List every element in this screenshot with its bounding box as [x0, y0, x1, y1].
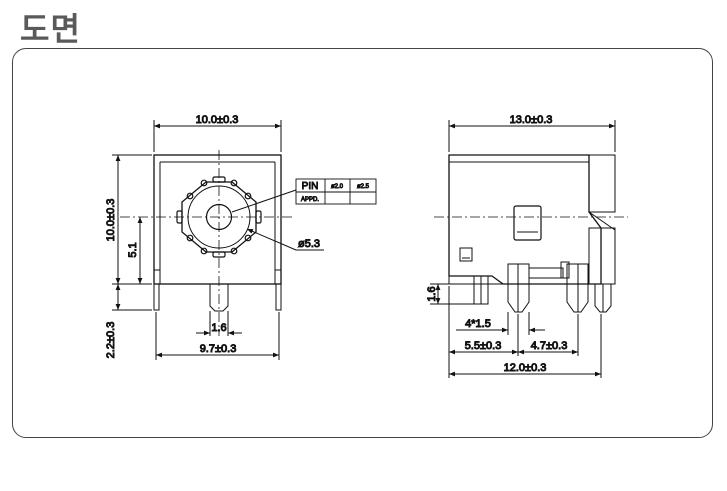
- side-pin-height-dim: 1.6: [426, 286, 438, 301]
- front-width-dim: 10.0±0.3: [196, 114, 239, 126]
- side-width-dim: 13.0±0.3: [510, 114, 553, 126]
- front-center-pin: [209, 284, 229, 312]
- side-small-square: [459, 247, 473, 262]
- front-lead-dim: 2.2±0.3: [105, 322, 117, 359]
- side-dim-b: 4.7±0.3: [531, 340, 568, 352]
- front-height-dim: 10.0±0.3: [105, 199, 117, 242]
- side-overall-dim: 12.0±0.3: [504, 362, 547, 374]
- side-pin-2: [507, 263, 530, 313]
- side-view: 13.0±0.3 1.6 4*1.5 5.5±0.3 4.7±0.3 12.0±…: [426, 114, 628, 378]
- pin-table: PIN ø2.0 ø2.5 APPD.: [295, 178, 377, 205]
- pin-table-row-label: APPD.: [301, 197, 319, 203]
- front-lead-left: [153, 283, 160, 311]
- side-latch: [513, 205, 542, 241]
- drawing-frame: [12, 48, 713, 438]
- side-pitch-dim: 4*1.5: [465, 318, 491, 330]
- side-flange-bottom: [588, 227, 616, 285]
- page-title: 도면: [20, 10, 81, 48]
- side-dim-a: 5.5±0.3: [465, 340, 502, 352]
- pin-table-header: PIN: [302, 181, 319, 192]
- front-pin-width-dim: 1.6: [211, 322, 226, 334]
- front-pin-span-dim: 9.7±0.3: [200, 343, 237, 355]
- side-flange-top: [588, 154, 616, 213]
- front-body: [153, 154, 282, 285]
- hole-diameter-dim: ø5.3: [298, 238, 320, 250]
- pin-table-col-a: ø2.0: [331, 184, 344, 190]
- side-pin-3: [566, 263, 589, 313]
- pin-table-col-b: ø2.5: [357, 184, 370, 190]
- front-lead-right: [275, 283, 282, 311]
- front-view: 10.0±0.3 10.0±0.3 5.1 2.2±0.3 1.6 9.7±0.…: [105, 114, 324, 360]
- front-center-height-dim: 5.1: [127, 242, 139, 257]
